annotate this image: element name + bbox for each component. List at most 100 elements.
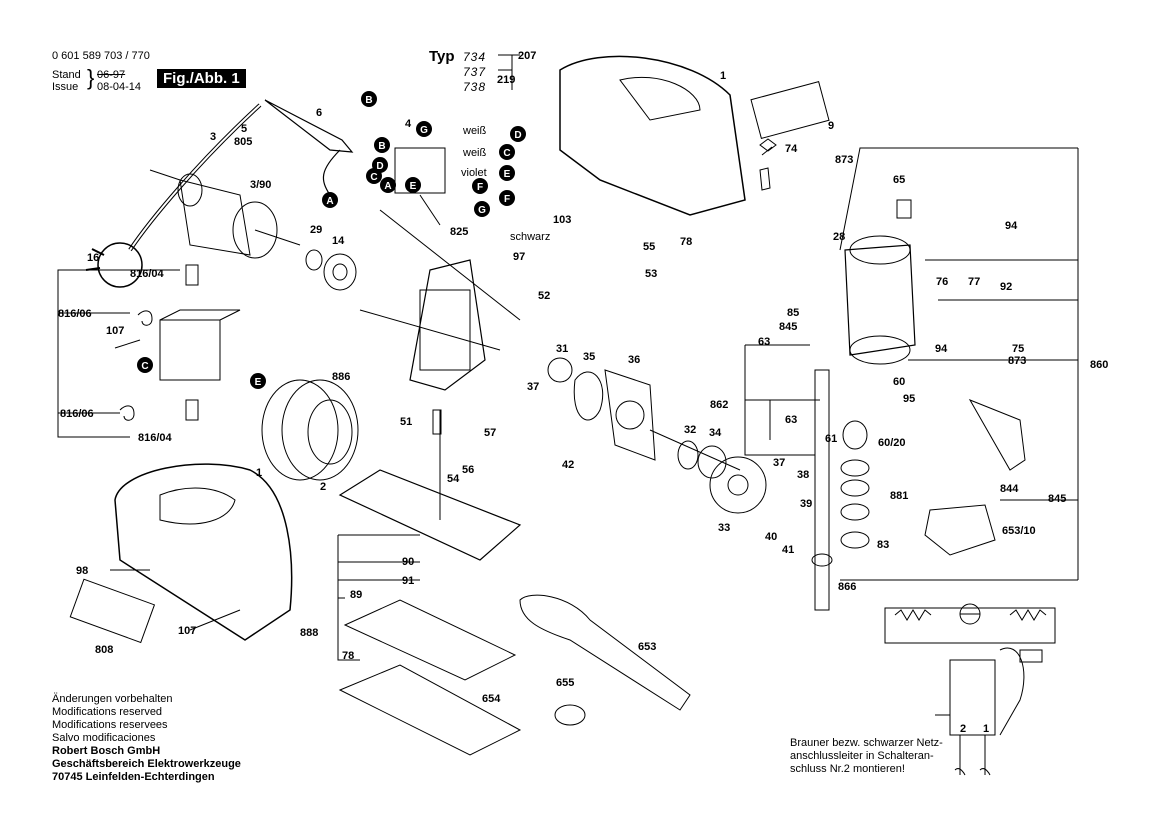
wiring-note: Brauner bezw. schwarzer Netz- anschlussl… xyxy=(790,737,943,776)
part-label: 873 xyxy=(835,154,853,166)
part-label: 653 xyxy=(638,641,656,653)
part-label: 61 xyxy=(825,433,837,445)
part-label: 78 xyxy=(342,650,354,662)
part-label: 78 xyxy=(680,236,692,248)
footer-line: Modifications reserved xyxy=(52,706,163,718)
part-label: 76 xyxy=(936,276,948,288)
part-label: 886 xyxy=(332,371,350,383)
typ-label: Typ xyxy=(429,48,455,65)
part-label: 825 xyxy=(450,226,468,238)
callout-f: F xyxy=(472,178,488,194)
doc-number: 0 601 589 703 / 770 xyxy=(52,50,150,62)
svg-text:E: E xyxy=(410,181,417,192)
callout-e: E xyxy=(405,177,421,193)
wire-label: weiß xyxy=(462,147,487,159)
callout-c: C xyxy=(137,357,153,373)
callout-a: A xyxy=(322,192,338,208)
part-label: 92 xyxy=(1000,281,1012,293)
part-label: 888 xyxy=(300,627,318,639)
svg-text:E: E xyxy=(255,377,262,388)
part-label: 34 xyxy=(709,427,722,439)
part-label: 845 xyxy=(1048,493,1066,505)
part-label: 653/10 xyxy=(1002,525,1036,537)
callout-g: G xyxy=(416,121,432,137)
part-label: 816/04 xyxy=(138,432,173,444)
part-label: 65 xyxy=(893,174,905,186)
svg-text:D: D xyxy=(514,130,521,141)
svg-text:C: C xyxy=(370,172,377,183)
part-label: 32 xyxy=(684,424,696,436)
figure-label: Fig./Abb. 1 xyxy=(157,69,246,88)
part-label: 805 xyxy=(234,136,252,148)
note-line: anschlussleiter in Schalteran- xyxy=(790,750,934,762)
part-label: 816/06 xyxy=(60,408,94,420)
part-label: 91 xyxy=(402,575,414,587)
part-label: 103 xyxy=(553,214,571,226)
wire-label: violet xyxy=(461,167,487,179)
callout-c: C xyxy=(499,144,515,160)
part-label: 38 xyxy=(797,469,809,481)
part-label: 57 xyxy=(484,427,496,439)
part-label: 1 xyxy=(256,467,262,479)
company-name: Robert Bosch GmbH xyxy=(52,745,161,757)
wire-label: weiß xyxy=(462,125,487,137)
callout-c: C xyxy=(366,168,382,184)
part-label: 31 xyxy=(556,343,568,355)
part-label: 219 xyxy=(497,74,515,86)
part-label: 37 xyxy=(527,381,539,393)
svg-text:E: E xyxy=(504,169,511,180)
company-address: 70745 Leinfelden-Echterdingen xyxy=(52,771,215,783)
part-label: 5 xyxy=(241,123,247,135)
part-label: 60 xyxy=(893,376,905,388)
part-label: 2 xyxy=(320,481,326,493)
part-label: 3 xyxy=(210,131,216,143)
part-label: 85 xyxy=(787,307,799,319)
part-label: 860 xyxy=(1090,359,1108,371)
part-label: 89 xyxy=(350,589,362,601)
part-label: 14 xyxy=(332,235,345,247)
part-label: 54 xyxy=(447,473,460,485)
note-line: schluss Nr.2 montieren! xyxy=(790,763,905,775)
part-label: 3/90 xyxy=(250,179,271,191)
issue-date: 08-04-14 xyxy=(97,81,142,93)
part-label: 90 xyxy=(402,556,414,568)
part-label: 655 xyxy=(556,677,574,689)
part-label: 52 xyxy=(538,290,550,302)
part-label: 816/06 xyxy=(58,308,92,320)
stand-date: 06-97 xyxy=(97,69,126,81)
part-label: 816/04 xyxy=(130,268,165,280)
callout-b: B xyxy=(361,91,377,107)
svg-text:C: C xyxy=(503,148,510,159)
svg-text:F: F xyxy=(477,182,483,193)
part-label: 862 xyxy=(710,399,728,411)
issue-label: Issue xyxy=(52,81,79,93)
part-label: 873 xyxy=(1008,355,1026,367)
part-label: 97 xyxy=(513,251,525,263)
part-label: 207 xyxy=(518,50,536,62)
svg-text:C: C xyxy=(141,361,148,372)
part-label: 29 xyxy=(310,224,322,236)
part-label: 40 xyxy=(765,531,777,543)
part-label: 881 xyxy=(890,490,908,502)
company-division: Geschäftsbereich Elektrowerkzeuge xyxy=(52,758,241,770)
footer-block: Änderungen vorbehalten Modifications res… xyxy=(52,693,241,784)
wire-label: schwarz xyxy=(510,231,550,243)
part-label: 4 xyxy=(405,118,412,130)
svg-text:B: B xyxy=(365,95,372,106)
callout-g: G xyxy=(474,201,490,217)
part-label: 1 xyxy=(720,70,726,82)
part-label: 94 xyxy=(935,343,948,355)
part-label: 33 xyxy=(718,522,730,534)
typ-value-3: 738 xyxy=(463,80,487,94)
svg-text:G: G xyxy=(420,125,428,136)
part-label: 37 xyxy=(773,457,785,469)
part-label: 55 xyxy=(643,241,655,253)
callout-f: F xyxy=(499,190,515,206)
part-label: 42 xyxy=(562,459,574,471)
part-label: 94 xyxy=(1005,220,1018,232)
part-label: 98 xyxy=(76,565,88,577)
callout-a: A xyxy=(380,177,396,193)
part-label: 845 xyxy=(779,321,797,333)
part-label: 107 xyxy=(178,625,196,637)
